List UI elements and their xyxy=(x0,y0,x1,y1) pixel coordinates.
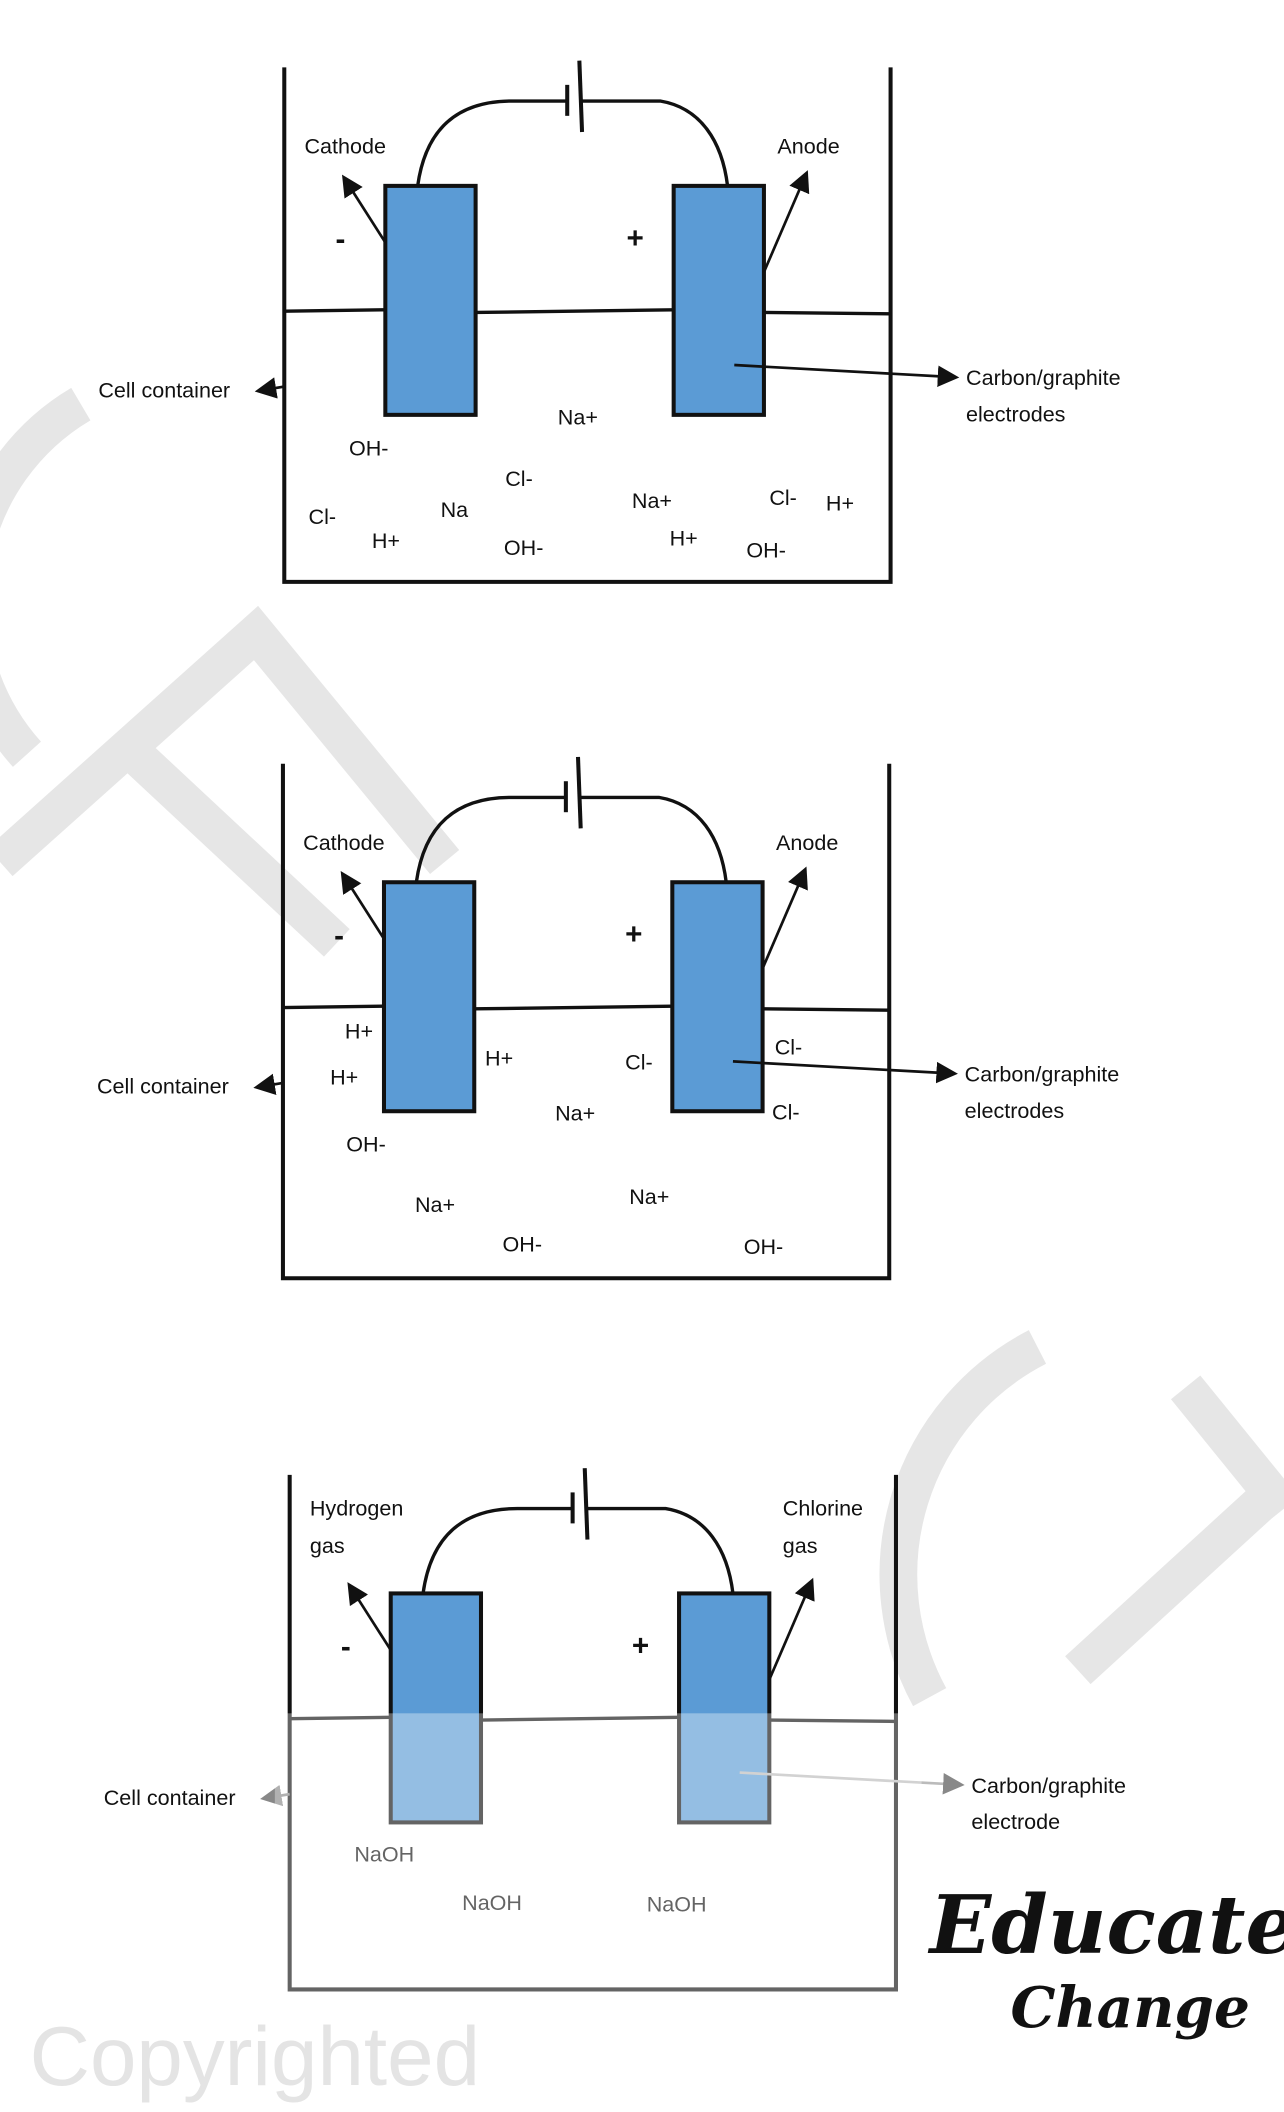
ion-label: OH- xyxy=(349,435,389,460)
circuit-wire xyxy=(416,99,730,187)
right-electrode-label: Anode xyxy=(777,134,839,159)
negative-sign: - xyxy=(341,1631,351,1664)
ion-label: NaOH xyxy=(354,1841,414,1866)
electrolyte-surface xyxy=(282,1004,890,1012)
ion-label: OH- xyxy=(504,535,544,560)
container-arrow xyxy=(254,377,285,399)
left-electrode-label: Cathode xyxy=(303,830,384,855)
ion-label: Na+ xyxy=(415,1192,455,1217)
ion-label: H+ xyxy=(670,526,698,551)
copyright-watermark: Copyrighted xyxy=(30,2009,480,2103)
right-electrode-label: Chlorine xyxy=(783,1495,863,1520)
electrode-pointer-arrow xyxy=(732,1060,958,1084)
ion-label: Cl- xyxy=(769,485,797,510)
ion-label: H+ xyxy=(826,490,854,515)
electrolysis-cell-2: Cathode Anode - + Cell container Carbon/graph… xyxy=(97,756,1120,1281)
cathode-electrode xyxy=(388,1591,484,1825)
electrode-type-label-line2: electrodes xyxy=(966,402,1065,427)
ion-label: Na+ xyxy=(629,1184,669,1209)
ion-label: Cl- xyxy=(772,1099,800,1124)
ion-label: Cl- xyxy=(625,1049,653,1074)
svg-text:Change: Change xyxy=(1010,1975,1249,2041)
cathode-electrode xyxy=(381,880,477,1114)
anode-electrode xyxy=(677,1591,772,1825)
electrode-type-label-line2: electrode xyxy=(971,1809,1060,1834)
cathode-electrode xyxy=(383,183,478,417)
anode-arrow xyxy=(768,1577,815,1681)
electrode-type-label: Carbon/graphite xyxy=(971,1773,1126,1798)
electrolyte-surface xyxy=(284,308,891,316)
left-electrode-label: Cathode xyxy=(304,134,385,159)
negative-sign: - xyxy=(335,223,345,256)
electrolysis-cell-1: Cathode Anode - + Cell container Carbon/graph… xyxy=(98,60,1121,584)
battery-long-plate xyxy=(582,1468,590,1540)
cathode-arrow xyxy=(347,1582,392,1651)
circuit-wire xyxy=(414,795,728,883)
ion-label: NaOH xyxy=(462,1890,522,1915)
left-electrode-label-line2: gas xyxy=(310,1533,345,1558)
cell-container-label: Cell container xyxy=(104,1785,236,1810)
electrode-pointer-arrow xyxy=(739,1771,965,1795)
anode-electrode xyxy=(670,880,765,1114)
ion-label: Cl- xyxy=(309,504,337,529)
anode-arrow xyxy=(761,866,808,969)
ion-label: Na+ xyxy=(632,488,672,513)
right-electrode-label: Anode xyxy=(776,830,838,855)
electrolysis-cell-3: Hydrogen gas Chlorine gas - + Cell container Ca… xyxy=(104,1468,1126,2010)
cathode-arrow xyxy=(340,870,386,940)
svg-text:Educate: Educate xyxy=(928,1878,1284,1973)
electrode-type-label: Carbon/graphite xyxy=(966,365,1121,390)
cathode-arrow xyxy=(342,174,387,244)
ion-label: OH- xyxy=(744,1234,784,1259)
container-arrow xyxy=(260,1784,290,1807)
ion-label: Cl- xyxy=(505,466,533,491)
circuit-wire xyxy=(421,1506,735,1594)
positive-sign: + xyxy=(632,1629,649,1662)
ion-label: Na+ xyxy=(555,1101,595,1126)
left-electrode-label: Hydrogen xyxy=(310,1495,403,1520)
electrolyte-surface xyxy=(289,1715,896,1724)
electrode-pointer-arrow xyxy=(734,363,960,388)
ion-label: Na xyxy=(441,497,469,522)
ion-label: H+ xyxy=(485,1045,513,1070)
cell-container xyxy=(280,763,892,1281)
battery-long-plate xyxy=(577,60,585,133)
ion-label: OH- xyxy=(346,1132,386,1157)
ion-label: NaOH xyxy=(647,1891,707,1916)
cell-container xyxy=(282,67,893,584)
ion-label: H+ xyxy=(330,1064,358,1089)
right-electrode-label-line2: gas xyxy=(783,1533,818,1558)
cell-container-label: Cell container xyxy=(98,377,230,402)
anode-arrow xyxy=(762,170,810,273)
ion-label: H+ xyxy=(372,528,400,553)
cell-container xyxy=(287,1474,898,1992)
ion-label: Cl- xyxy=(775,1035,803,1060)
electrode-type-label-line2: electrodes xyxy=(965,1098,1064,1123)
ion-label: Na+ xyxy=(558,404,598,429)
anode-electrode xyxy=(671,183,766,417)
battery-long-plate xyxy=(575,756,583,829)
container-arrow xyxy=(253,1073,284,1095)
ion-label: OH- xyxy=(503,1231,543,1256)
ion-label: OH- xyxy=(746,538,786,563)
cell-container-label: Cell container xyxy=(97,1074,229,1099)
positive-sign: + xyxy=(625,918,642,951)
electrode-type-label: Carbon/graphite xyxy=(965,1062,1120,1087)
educate-change-logo: Educate Change xyxy=(928,1878,1284,2041)
negative-sign: - xyxy=(334,920,344,953)
diagonal-watermark xyxy=(0,387,1284,1707)
faded-overlay xyxy=(274,1713,922,2010)
ion-label: H+ xyxy=(345,1018,373,1043)
positive-sign: + xyxy=(627,222,644,255)
